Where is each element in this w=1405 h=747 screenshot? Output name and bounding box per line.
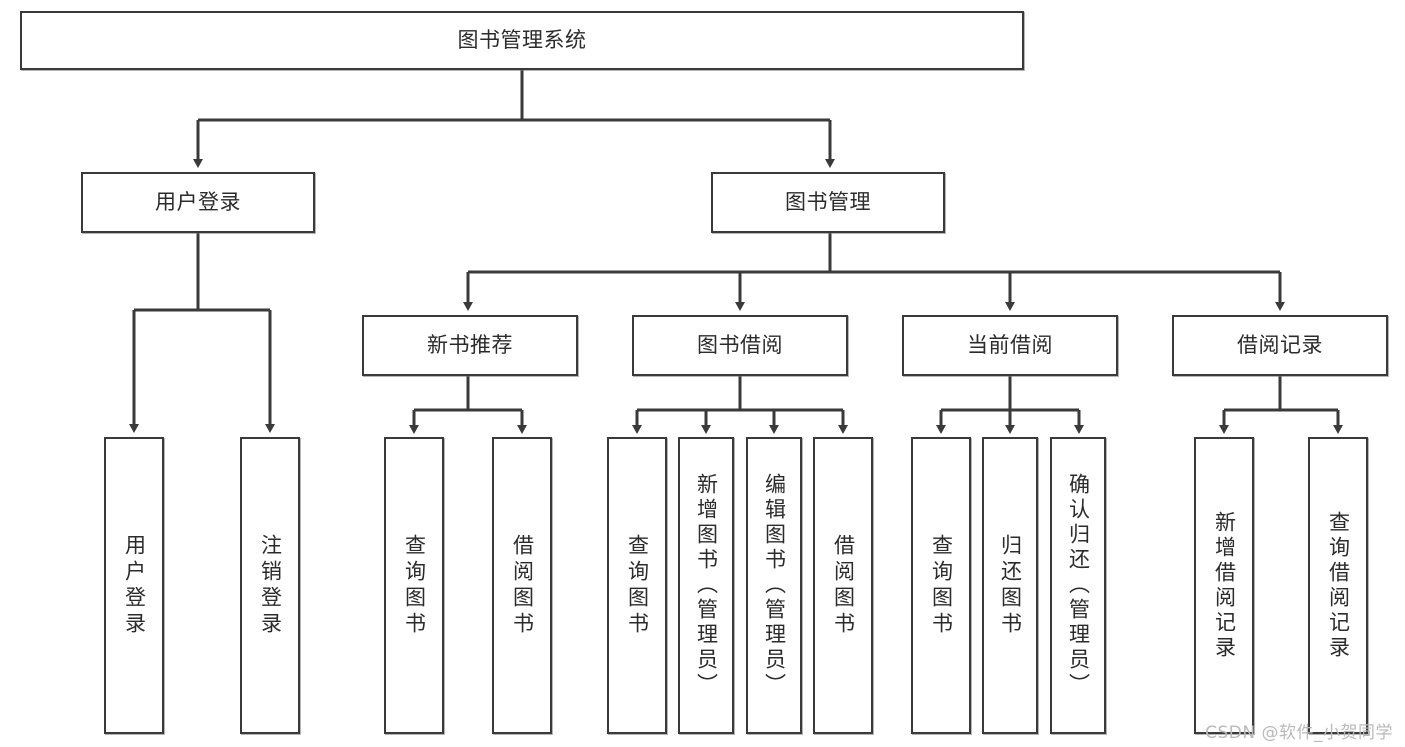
leaf-borrow-edit-book-label: 编辑图书（管理员） [762,473,787,698]
node-book-borrow[interactable]: 图书借阅 [632,315,848,376]
leaf-current-confirm-return-label: 确认归还（管理员） [1066,473,1091,698]
leaf-current-confirm-return[interactable]: 确认归还（管理员） [1050,437,1106,734]
leaf-borrow-edit-book[interactable]: 编辑图书（管理员） [746,437,802,734]
node-new-book-recommend-label: 新书推荐 [427,332,513,357]
leaf-current-return-book-label: 归还图书 [998,533,1023,638]
leaf-record-query-record-label: 查询借阅记录 [1326,510,1351,661]
leaf-newbook-query-book[interactable]: 查询图书 [384,437,444,734]
leaf-borrow-query-book-label: 查询图书 [625,533,650,638]
node-book-management-label: 图书管理 [785,189,871,214]
leaf-newbook-query-book-label: 查询图书 [402,533,427,638]
leaf-current-query-book-label: 查询图书 [929,533,954,638]
node-root-label: 图书管理系统 [457,27,587,52]
node-current-borrow-label: 当前借阅 [967,332,1053,357]
node-new-book-recommend[interactable]: 新书推荐 [362,315,578,376]
node-user-login-label: 用户登录 [155,189,241,214]
leaf-borrow-borrow-book[interactable]: 借阅图书 [813,437,873,734]
leaf-borrow-borrow-book-label: 借阅图书 [831,533,856,638]
leaf-borrow-add-book[interactable]: 新增图书（管理员） [678,437,734,734]
leaf-record-add-record-label: 新增借阅记录 [1212,510,1237,661]
leaf-user-logout-label: 注销登录 [258,533,283,638]
leaf-record-add-record[interactable]: 新增借阅记录 [1194,437,1254,734]
node-current-borrow[interactable]: 当前借阅 [902,315,1118,376]
leaf-user-login-label: 用户登录 [122,533,147,638]
node-book-borrow-label: 图书借阅 [697,332,783,357]
leaf-record-query-record[interactable]: 查询借阅记录 [1308,437,1368,734]
leaf-newbook-borrow-book[interactable]: 借阅图书 [492,437,552,734]
leaf-borrow-add-book-label: 新增图书（管理员） [694,473,719,698]
leaf-current-return-book[interactable]: 归还图书 [982,437,1038,734]
leaf-newbook-borrow-book-label: 借阅图书 [510,533,535,638]
leaf-borrow-query-book[interactable]: 查询图书 [607,437,667,734]
node-root[interactable]: 图书管理系统 [20,11,1024,70]
node-book-management[interactable]: 图书管理 [711,172,945,233]
node-borrow-record[interactable]: 借阅记录 [1172,315,1388,376]
leaf-user-logout[interactable]: 注销登录 [240,437,300,734]
leaf-user-login[interactable]: 用户登录 [104,437,164,734]
watermark-text: CSDN @软件_小贺同学 [1205,723,1393,743]
node-user-login[interactable]: 用户登录 [81,172,315,233]
leaf-current-query-book[interactable]: 查询图书 [911,437,971,734]
node-borrow-record-label: 借阅记录 [1237,332,1323,357]
